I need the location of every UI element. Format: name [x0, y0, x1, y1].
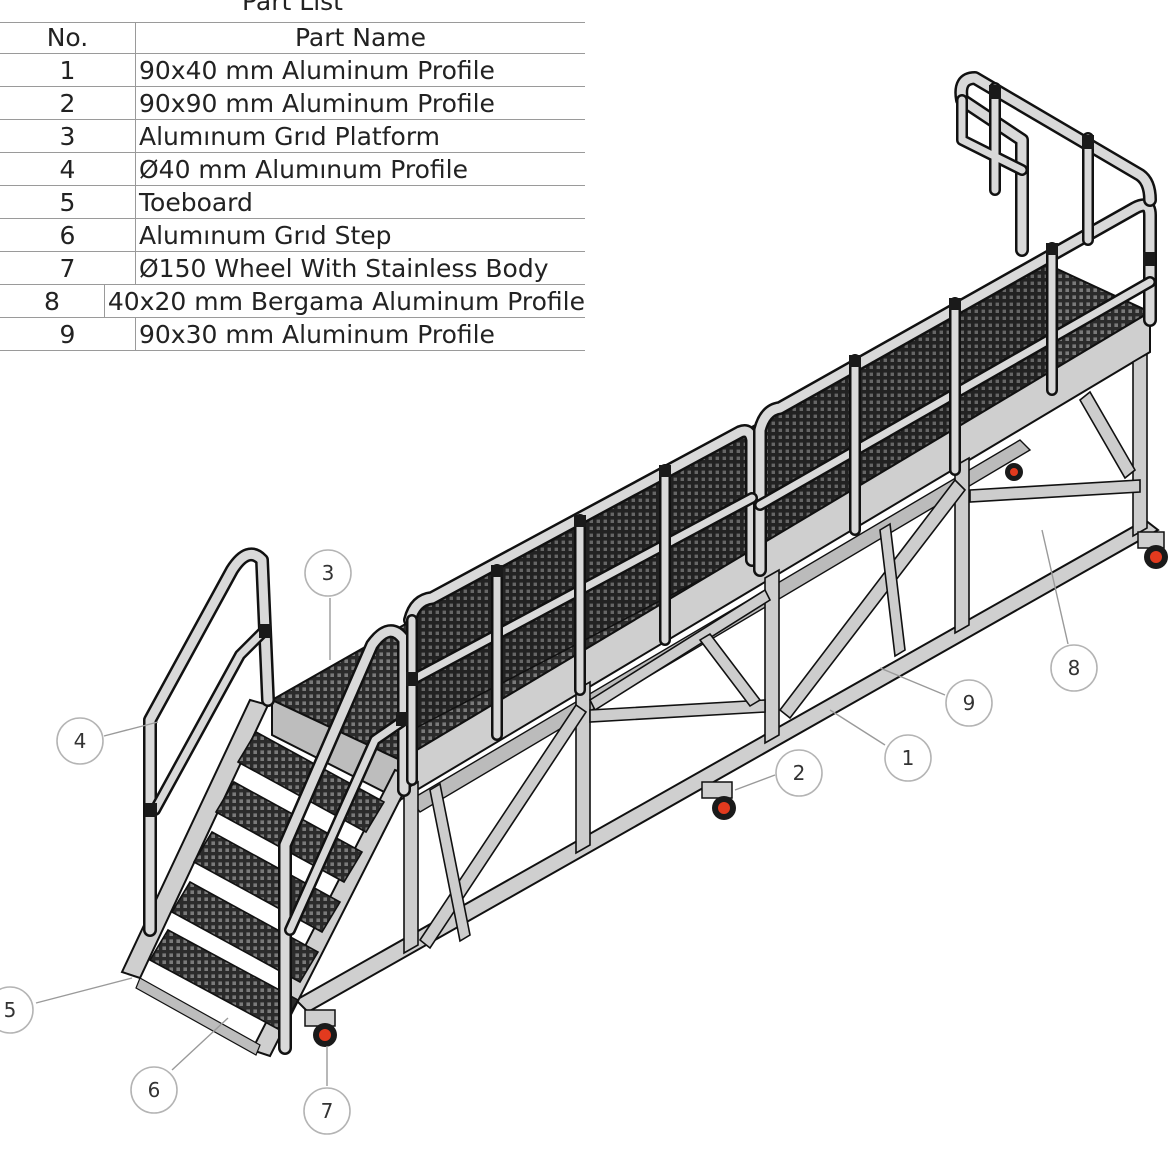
callout-4: 4	[56, 717, 104, 765]
part-name: Ø150 Wheel With Stainless Body	[139, 254, 549, 283]
table-header-row: No. Part Name	[0, 22, 585, 54]
frame-posts	[403, 352, 1148, 955]
part-name: Ø40 mm Alumınum Profile	[139, 155, 469, 184]
part-name: 90x40 mm Aluminum Profile	[139, 56, 495, 85]
part-number: 5	[0, 186, 136, 218]
part-name: 90x90 mm Aluminum Profile	[139, 89, 495, 118]
wheel-rear	[1137, 531, 1168, 569]
wheel-back	[1005, 463, 1023, 481]
callout-2-label: 2	[793, 761, 806, 785]
callout-1-label: 1	[902, 746, 915, 770]
part-number: 3	[0, 120, 136, 152]
part-name: 40x20 mm Bergama Aluminum Profile	[107, 287, 585, 316]
part-number: 1	[0, 54, 136, 86]
part-name: Alumınum Grıd Platform	[139, 122, 441, 151]
part-number: 2	[0, 87, 136, 119]
header-no: No.	[0, 23, 136, 53]
part-number: 8	[0, 285, 105, 317]
callout-9: 9	[945, 679, 993, 727]
wheel-middle	[701, 781, 736, 820]
part-number: 9	[0, 318, 136, 350]
callout-2: 2	[775, 749, 823, 797]
rail-clamps	[145, 85, 1155, 817]
callout-5-label: 5	[4, 998, 17, 1022]
callout-7-label: 7	[321, 1099, 334, 1123]
part-name: Alumınum Grıd Step	[139, 221, 392, 250]
callout-4-label: 4	[74, 729, 87, 753]
callout-8: 8	[1050, 644, 1098, 692]
part-number: 4	[0, 153, 136, 185]
callout-1: 1	[884, 734, 932, 782]
callout-5: 5	[0, 986, 34, 1034]
header-part-name: Part Name	[294, 23, 427, 52]
callout-6-label: 6	[148, 1078, 161, 1102]
part-list-title: Part List	[0, 0, 585, 22]
part-list-title-text: Part List	[241, 0, 343, 16]
wheel-front	[304, 1009, 337, 1047]
callout-3: 3	[304, 549, 352, 597]
callout-7: 7	[303, 1087, 351, 1135]
wheels	[304, 463, 1168, 1047]
part-number: 7	[0, 252, 136, 284]
callout-3-label: 3	[322, 561, 335, 585]
part-number: 6	[0, 219, 136, 251]
part-name: 90x30 mm Aluminum Profile	[139, 320, 495, 349]
diagonal-braces	[418, 390, 1141, 950]
leader-lines	[35, 529, 1069, 1086]
handrails	[143, 71, 1157, 1055]
callout-8-label: 8	[1068, 656, 1081, 680]
part-name: Toeboard	[139, 188, 253, 217]
callout-6: 6	[130, 1066, 178, 1114]
callout-9-label: 9	[963, 691, 976, 715]
